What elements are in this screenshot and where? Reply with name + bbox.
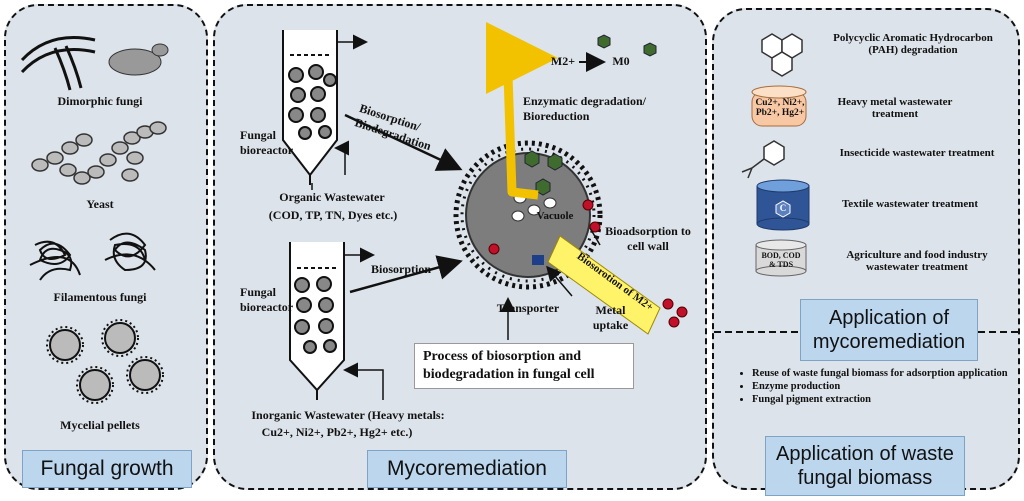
waste-item: Enzyme production (752, 381, 1022, 392)
waste-item: Fungal pigment extraction (752, 394, 1022, 405)
reactor-top-label: Fungal bioreactor (240, 128, 294, 157)
pah-hexagon-icon (761, 33, 803, 77)
app-item-agriculture: Agriculture and food industry wastewater… (846, 249, 988, 273)
transporter-label: Transporter (496, 301, 560, 315)
bod-icon-text: BOD, COD & TDS (761, 251, 801, 269)
app-item-textile: Textile wastewater treatment (841, 198, 979, 210)
organic-detail-label: (COD, TP, TN, Dyes etc.) (268, 208, 398, 222)
dimorphic-fungi-label: Dimorphic fungi (57, 94, 143, 108)
fungal-growth-panel (4, 4, 208, 490)
bioreactor-bottom-icon (289, 242, 384, 400)
bod-cod-icon (755, 239, 807, 277)
insecticide-icon (741, 140, 785, 179)
m-ion-label: M2+ (550, 54, 576, 68)
process-box: Process of biosorption and biodegradatio… (414, 343, 634, 389)
yeast-label: Yeast (86, 197, 114, 211)
vacuole-label: Vacuole (536, 210, 574, 222)
inorganic-detail-label: Cu2+, Ni2+, Pb2+, Hg2+ etc.) (261, 425, 413, 439)
app-item-insecticide: Insecticide wastewater treatment (839, 147, 995, 159)
bioadsorption-label: Bioadsorption to cell wall (605, 224, 691, 253)
organic-wastewater-label: Organic Wastewater (279, 190, 385, 204)
application-title: Application of mycoremediation (800, 299, 978, 361)
inorganic-wastewater-label: Inorganic Wastewater (Heavy metals: (251, 408, 445, 422)
metal-uptake-label: Metal uptake (592, 303, 629, 332)
reactor-bottom-label: Fungal bioreactor (240, 285, 294, 314)
dimorphic-fungi-icon (20, 36, 169, 91)
filamentous-fungi-label: Filamentous fungi (53, 290, 147, 304)
waste-item: Reuse of waste fungal biomass for adsorp… (752, 368, 1022, 379)
enzymatic-label: Enzymatic degradation/ Bioreduction (523, 94, 646, 123)
biosorption-label: Biosorption (370, 262, 431, 276)
yeast-icon (31, 121, 167, 185)
textile-icon-text: C (779, 203, 787, 213)
fungal-growth-title: Fungal growth (22, 450, 192, 488)
bioreactor-top-icon (282, 30, 368, 190)
mycelial-pellets-label: Mycelial pellets (60, 418, 140, 432)
m-zero-label: M0 (612, 54, 630, 68)
waste-list: Reuse of waste fungal biomass for adsorp… (738, 368, 1022, 407)
mycoremediation-title: Mycoremediation (367, 450, 567, 488)
app-item-heavy-metal: Heavy metal wastewater treatment (837, 96, 953, 120)
metals-icon-text: Cu2+, Ni2+, Pb2+, Hg2+ (755, 98, 805, 118)
waste-title: Application of waste fungal biomass (765, 436, 965, 496)
mycelial-pellets-icon (46, 319, 164, 404)
textile-icon (756, 179, 810, 231)
filamentous-fungi-icon (29, 232, 156, 281)
heavy-metal-icon (751, 85, 807, 127)
app-item-pah: Polycyclic Aromatic Hydrocarbon (PAH) de… (833, 32, 993, 56)
